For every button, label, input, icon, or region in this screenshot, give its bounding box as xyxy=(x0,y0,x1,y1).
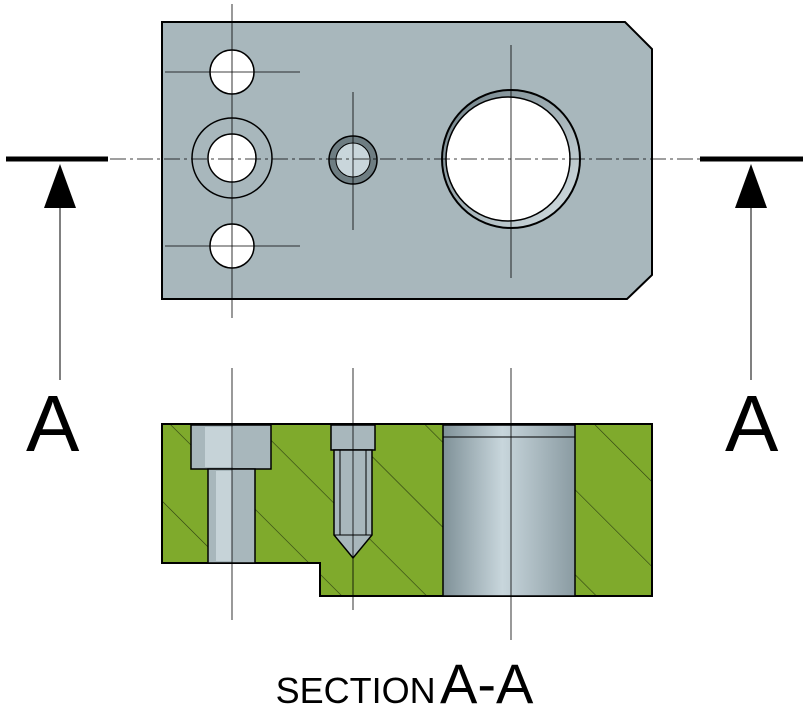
arrowhead-left xyxy=(44,164,76,208)
counterbore-cut-shade xyxy=(205,427,233,467)
section-title: SECTION A-A xyxy=(0,656,809,712)
section-marker-left xyxy=(6,156,108,380)
top-view xyxy=(110,4,700,318)
section-title-id: A-A xyxy=(440,652,534,715)
section-centerlines xyxy=(231,368,512,640)
section-letter-right: A xyxy=(725,379,779,468)
section-view xyxy=(161,368,653,640)
section-letter-left: A xyxy=(26,379,80,468)
section-title-word: SECTION xyxy=(275,670,436,711)
bore-cut xyxy=(442,424,576,597)
top-centerlines xyxy=(110,4,700,318)
section-marker-right xyxy=(700,156,803,380)
plate-outline xyxy=(161,21,653,300)
through-hole-cut-shade xyxy=(216,471,232,561)
arrowhead-right xyxy=(735,164,767,208)
